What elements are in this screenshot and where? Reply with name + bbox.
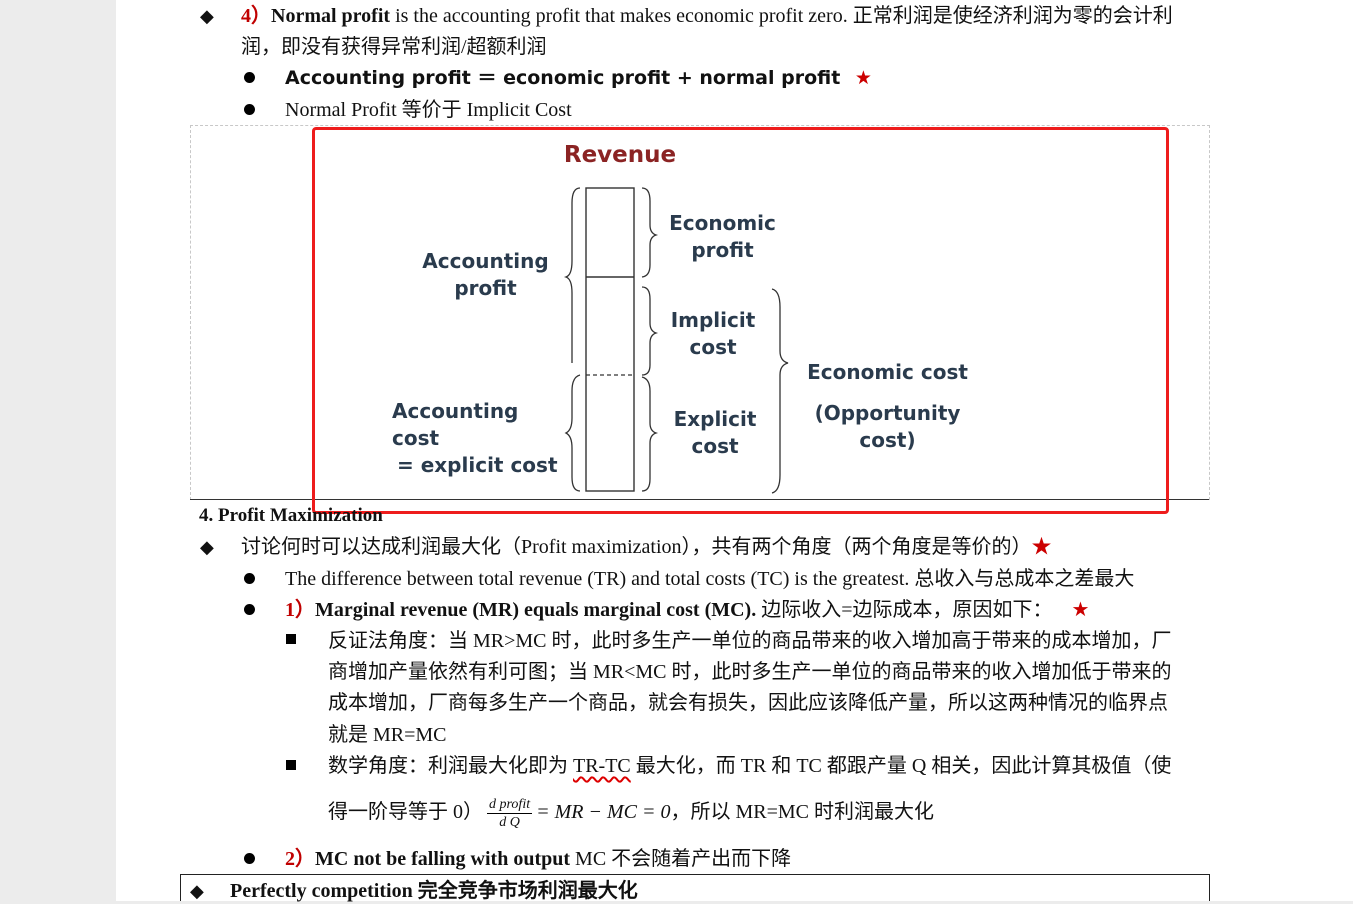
normal-profit-cn-cont: 润，即没有获得异常利润/超额利润	[241, 36, 547, 58]
section-heading: 4. Profit Maximization	[199, 505, 383, 526]
diamond-bullet: ◆	[200, 537, 214, 557]
mr-mc-bold: Marginal revenue (MR) equals marginal co…	[315, 599, 757, 621]
normal-profit-line: 4）Normal profit is the accounting profit…	[241, 3, 1173, 29]
formula-text: Accounting profit ＝ economic profit + no…	[285, 67, 841, 89]
fraction-numerator: d profit	[487, 797, 533, 814]
dot-bullet	[244, 853, 255, 864]
accounting-profit-formula: Accounting profit ＝ economic profit + no…	[285, 65, 872, 91]
diagram-frame	[190, 125, 1210, 500]
mr-mc-cn: 边际收入=边际成本，原因如下：	[756, 599, 1053, 621]
label-line: = explicit cost	[397, 453, 558, 477]
tr-tc-difference: The difference between total revenue (TR…	[285, 568, 1135, 590]
label-line: Economic	[669, 211, 776, 235]
economic-profit-label: Economic profit	[660, 210, 785, 264]
implicit-cost-label: Implicit cost	[660, 307, 766, 361]
diamond-bullet: ◆	[190, 881, 204, 901]
reason2-pre: 数学角度：利润最大化即为	[328, 755, 573, 777]
table-border	[180, 874, 1210, 875]
tr-tc-underlined: TR-TC	[573, 755, 631, 777]
dot-bullet	[244, 104, 255, 115]
square-bullet	[286, 634, 296, 644]
derivative-pre: 得一阶导等于 0）	[328, 801, 483, 824]
reason2-line: 数学角度：利润最大化即为 TR-TC 最大化，而 TR 和 TC 都跟产量 Q …	[328, 753, 1171, 779]
table-border	[180, 874, 181, 901]
label-line: Accounting	[422, 249, 549, 273]
diamond-bullet: ◆	[200, 6, 214, 26]
perfect-competition-heading: Perfectly competition 完全竞争市场利润最大化	[230, 880, 638, 902]
reason1-line: 商增加产量依然有利可图；当 MR<MC 时，此时多生产一单位的商品带来的收入增加…	[328, 661, 1172, 683]
item-number: 1）	[285, 599, 315, 621]
revenue-diagram	[563, 187, 789, 494]
label-line: profit	[454, 276, 517, 300]
math-equation: = MR − MC = 0	[536, 801, 671, 824]
reason1-line: 反证法角度：当 MR>MC 时，此时多生产一单位的商品带来的收入增加高于带来的成…	[328, 630, 1172, 652]
item-number: 4）	[241, 5, 271, 27]
normal-profit-implicit: Normal Profit 等价于 Implicit Cost	[285, 99, 572, 121]
profit-max-intro: 讨论何时可以达成利润最大化（Profit maximization），共有两个角…	[241, 534, 1052, 560]
mr-equals-mc: 1）Marginal revenue (MR) equals marginal …	[285, 597, 1089, 623]
dot-bullet	[244, 573, 255, 584]
highlight-rectangle	[312, 127, 1169, 514]
dot-bullet	[244, 72, 255, 83]
accounting-cost-label: Accounting cost = explicit cost	[392, 398, 572, 479]
accounting-profit-label: Accounting profit	[418, 248, 553, 302]
square-bullet	[286, 760, 296, 770]
frame-divider	[190, 499, 1209, 500]
dot-bullet	[244, 604, 255, 615]
fraction-denominator: d Q	[499, 815, 520, 830]
label-line: cost	[689, 335, 737, 359]
label-line: Implicit	[670, 308, 756, 332]
mc-bold: MC not be falling with output	[315, 848, 571, 870]
normal-profit-cn: 正常利润是使经济利润为零的会计利	[852, 5, 1173, 27]
diagram-title: Revenue	[563, 142, 677, 168]
table-border	[1209, 874, 1210, 901]
label-line: Accounting cost	[392, 399, 519, 450]
document-page	[116, 0, 1353, 901]
intro-text: 讨论何时可以达成利润最大化（Profit maximization），共有两个角…	[241, 536, 1032, 558]
economic-cost-label: Economic cost	[807, 360, 968, 384]
reason2-post: 最大化，而 TR 和 TC 都跟产量 Q 相关，因此计算其极值（使	[630, 755, 1172, 777]
explicit-cost-label: Explicit cost	[660, 406, 770, 460]
mc-not-falling: 2）MC not be falling with output MC 不会随着产…	[285, 846, 791, 872]
label-line: profit	[691, 238, 754, 262]
reason1-line: 成本增加，厂商每多生产一个商品，就会有损失，因此应该降低产量，所以这两种情况的临…	[328, 692, 1168, 714]
reason1-line: 就是 MR=MC	[328, 724, 447, 746]
derivative-post: ，所以 MR=MC 时利润最大化	[670, 801, 935, 824]
item-number: 2）	[285, 848, 315, 870]
star-icon: ★	[1031, 536, 1052, 558]
opportunity-cost-label: (Opportunity cost)	[814, 401, 961, 452]
star-icon: ★	[1071, 599, 1090, 621]
star-icon: ★	[854, 67, 872, 89]
normal-profit-definition: is the accounting profit that makes econ…	[390, 5, 848, 27]
normal-profit-term: Normal profit	[271, 5, 391, 27]
label-line: cost	[691, 434, 739, 458]
mc-cn: MC 不会随着产出而下降	[570, 848, 792, 870]
label-line: Explicit	[673, 407, 757, 431]
